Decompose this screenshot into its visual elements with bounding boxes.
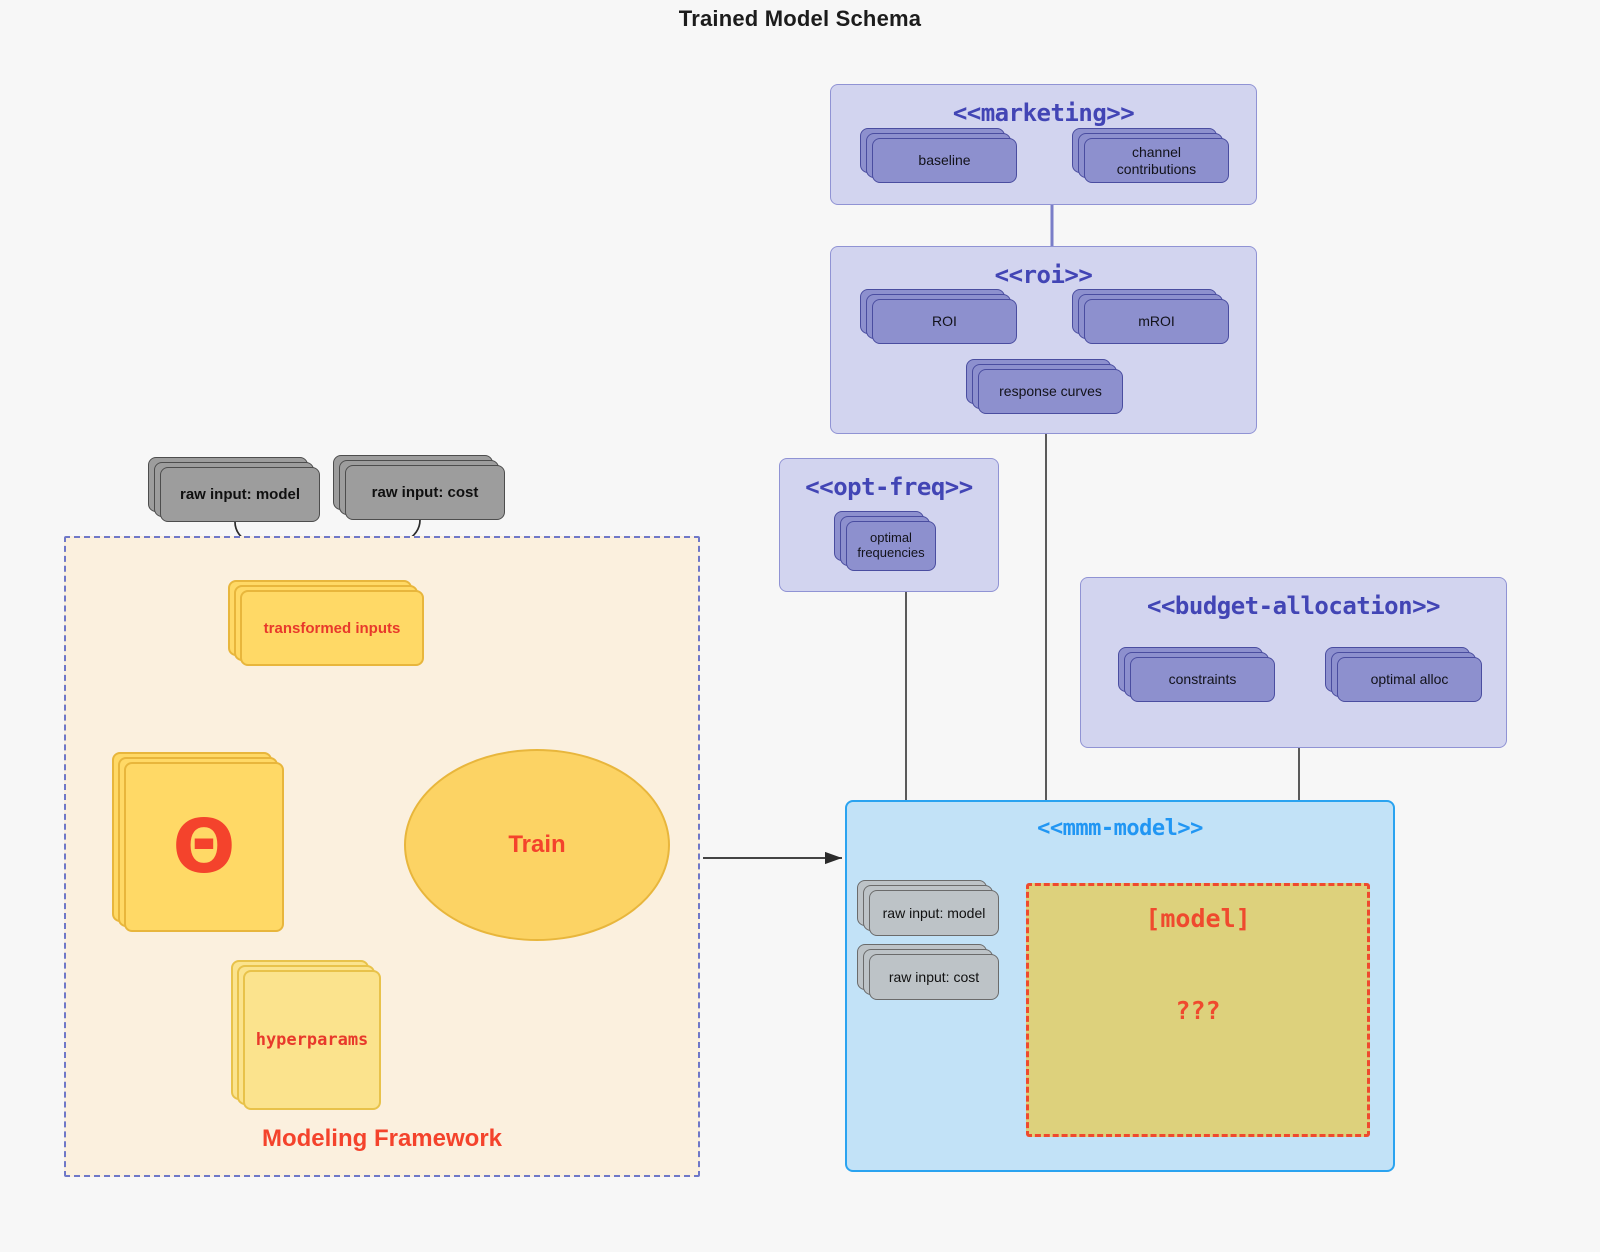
model-placeholder-box[interactable]: [model] ??? <box>1026 883 1370 1137</box>
node-optimal-alloc[interactable]: optimal alloc <box>1325 647 1482 702</box>
node-mroi[interactable]: mROI <box>1072 289 1229 344</box>
node-theta-symbol: Θ <box>124 762 284 932</box>
page-title: Trained Model Schema <box>678 6 922 31</box>
node-train[interactable]: Train <box>404 749 670 941</box>
node-mmm-raw-input-cost-label: raw input: cost <box>869 954 999 1000</box>
modeling-framework-label: Modeling Framework <box>261 1125 503 1152</box>
node-mmm-raw-input-cost[interactable]: raw input: cost <box>857 944 999 1000</box>
node-transformed-inputs[interactable]: transformed inputs <box>228 580 424 666</box>
node-raw-input-cost-label: raw input: cost <box>345 465 505 520</box>
node-hyperparams-label: hyperparams <box>243 970 381 1110</box>
node-optimal-alloc-label: optimal alloc <box>1337 657 1482 702</box>
model-placeholder-unknown: ??? <box>1175 996 1221 1025</box>
node-train-label: Train <box>508 831 566 858</box>
node-raw-input-model[interactable]: raw input: model <box>148 457 320 522</box>
node-optimal-frequencies-label: optimal frequencies <box>846 521 936 571</box>
node-channel-contributions[interactable]: channel contributions <box>1072 128 1229 183</box>
node-roi-label: ROI <box>872 299 1017 344</box>
group-roi-title: <<roi>> <box>994 261 1093 289</box>
node-response-curves[interactable]: response curves <box>966 359 1123 414</box>
node-channel-contributions-label: channel contributions <box>1084 138 1229 183</box>
node-constraints[interactable]: constraints <box>1118 647 1275 702</box>
node-response-curves-label: response curves <box>978 369 1123 414</box>
node-raw-input-model-label: raw input: model <box>160 467 320 522</box>
node-baseline[interactable]: baseline <box>860 128 1017 183</box>
node-transformed-inputs-label: transformed inputs <box>240 590 424 666</box>
node-mmm-raw-input-model[interactable]: raw input: model <box>857 880 999 936</box>
group-marketing-title: <<marketing>> <box>952 99 1135 127</box>
node-optimal-frequencies[interactable]: optimal frequencies <box>834 511 936 571</box>
node-constraints-label: constraints <box>1130 657 1275 702</box>
node-raw-input-cost[interactable]: raw input: cost <box>333 455 505 520</box>
group-mmm-model-title: <<mmm-model>> <box>1037 816 1203 841</box>
group-opt-freq-title: <<opt-freq>> <box>805 473 973 501</box>
node-mroi-label: mROI <box>1084 299 1229 344</box>
node-hyperparams[interactable]: hyperparams <box>231 960 381 1110</box>
node-mmm-raw-input-model-label: raw input: model <box>869 890 999 936</box>
group-budget-allocation-title: <<budget-allocation>> <box>1147 592 1440 620</box>
node-baseline-label: baseline <box>872 138 1017 183</box>
node-roi[interactable]: ROI <box>860 289 1017 344</box>
model-placeholder-label: [model] <box>1145 904 1251 933</box>
node-theta[interactable]: Θ <box>112 752 284 932</box>
